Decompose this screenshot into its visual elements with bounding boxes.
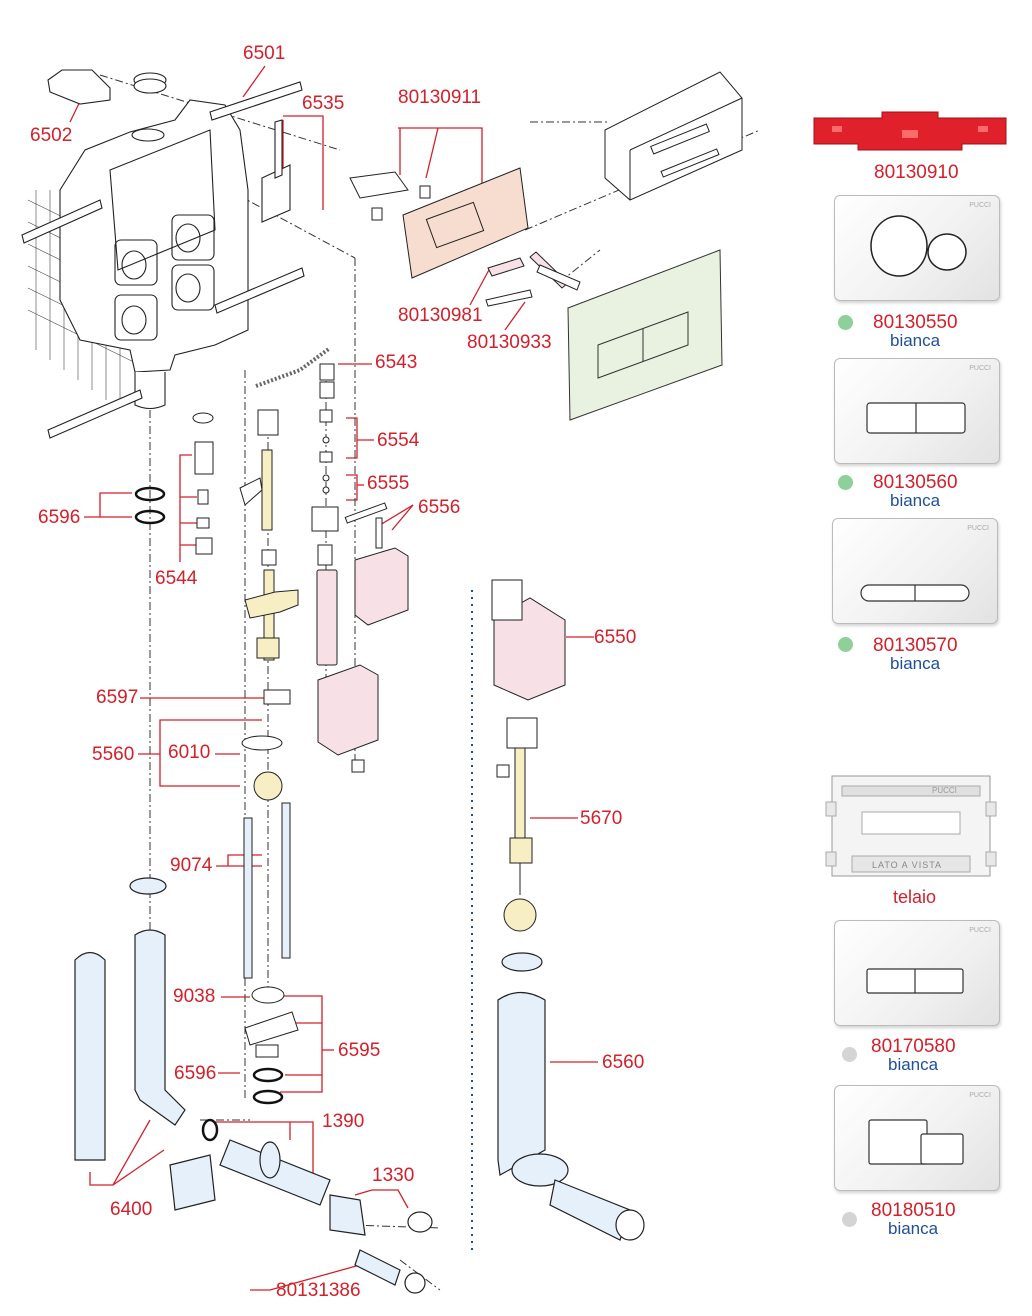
label-6560: 6560 [602,1052,645,1073]
label-6400: 6400 [110,1199,153,1220]
plate-80180510: PUCCI [834,1085,1000,1191]
code-80130910: 80130910 [874,162,959,183]
mounting-frame-80130911 [349,167,529,279]
label-80130911: 80130911 [398,87,482,108]
code-80130560: 80130560 [873,472,958,493]
connection-pipe-1390 [219,1139,433,1294]
label-9038: 9038 [173,986,216,1007]
plate-80130560: PUCCI [834,358,1000,464]
frame-label: telaio [893,887,937,907]
plate-80130550: PUCCI [834,195,1000,301]
status-dot-grey [842,1212,857,1227]
red-mounting-bar [813,111,1007,151]
code-80130550: 80130550 [873,312,958,333]
fill-valve-6543-6556 [255,346,409,773]
frame-brand: PUCCI [932,786,957,795]
flush-pipe-6400 [74,877,216,1211]
offset-buttons-icon [868,1119,964,1165]
frame-side-text: LATO A VISTA [872,860,943,870]
label-5670: 5670 [580,808,623,829]
flush-valve-5670 [496,717,538,932]
status-dot-green [838,475,853,490]
label-6501: 6501 [243,43,286,64]
frame-telaio: PUCCI LATO A VISTA [822,772,1000,880]
screws-80130981 [485,251,581,307]
brand-text: PUCCI [969,365,991,372]
label-5560: 5560 [92,744,135,765]
brand-text: PUCCI [969,927,991,934]
label-6556: 6556 [418,497,461,518]
label-6554: 6554 [377,430,420,451]
code-80130570: 80130570 [873,635,958,656]
brand-text: PUCCI [969,1092,991,1099]
label-1330: 1330 [372,1165,415,1186]
code-80170580: 80170580 [871,1036,956,1057]
label-80130933: 80130933 [467,332,552,353]
o-rings [134,486,284,1142]
cistern-6550 [491,579,566,701]
plate-80130570: PUCCI [832,518,998,624]
label-6596-lower: 6596 [174,1063,217,1084]
plate-80170580: PUCCI [834,920,1000,1026]
brand-text: PUCCI [969,202,991,209]
label-80131386: 80131386 [276,1280,361,1301]
label-6550: 6550 [594,627,637,648]
label-1390: 1390 [322,1111,365,1132]
code-80180510: 80180510 [871,1200,956,1221]
green-flush-plate [567,249,723,421]
label-9074: 9074 [170,855,213,876]
frame-icon [825,775,997,877]
label-6595: 6595 [338,1040,381,1061]
small-parts-6544 [192,412,214,555]
brand-text: PUCCI [967,525,989,532]
flush-pipe-6560 [497,952,645,1241]
label-6535: 6535 [302,93,345,114]
thin-rect-buttons-icon [866,968,964,994]
finish-80180510: bianca [888,1219,939,1238]
status-dot-grey [842,1047,857,1062]
flush-valve-6010 [239,409,299,1058]
pill-buttons-icon [860,584,970,602]
label-6555: 6555 [367,473,410,494]
status-dot-green [838,637,853,652]
leader-lines [69,65,598,1291]
finish-80170580: bianca [888,1055,939,1074]
round-buttons-icon [870,215,967,277]
cistern-frame-assembly [21,69,305,439]
label-80130981: 80130981 [398,305,483,326]
rect-buttons-icon [866,402,966,434]
label-6502: 6502 [30,125,73,146]
finish-80130570: bianca [890,654,941,673]
label-6544: 6544 [155,568,198,589]
status-dot-green [838,315,853,330]
installation-box [604,71,743,201]
label-6596-upper: 6596 [38,507,81,528]
finish-80130550: bianca [890,331,941,350]
label-6010: 6010 [168,742,211,763]
label-6543: 6543 [375,352,418,373]
label-6597: 6597 [96,687,139,708]
finish-80130560: bianca [890,491,941,510]
